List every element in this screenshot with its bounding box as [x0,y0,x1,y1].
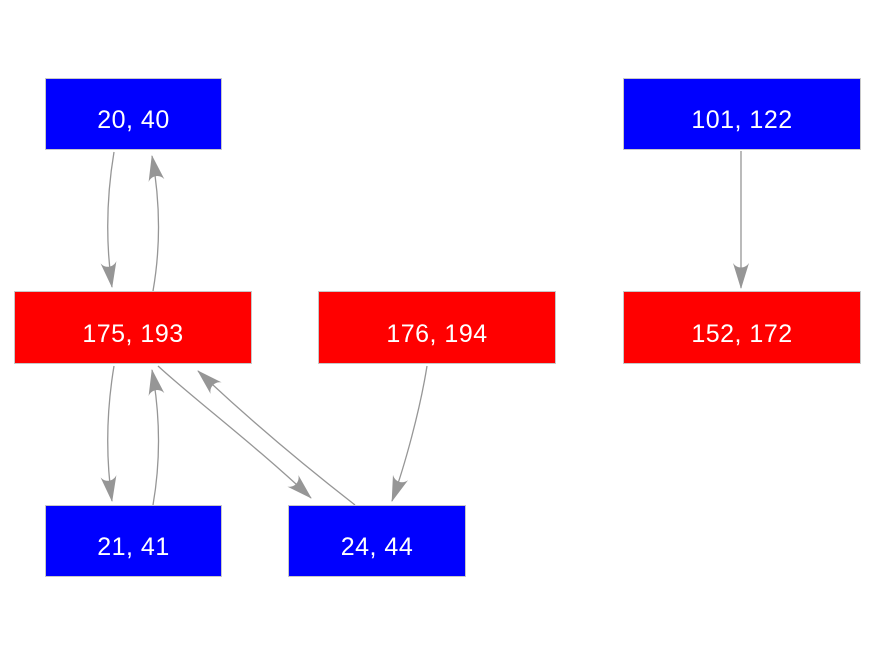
edge-n176-194-to-n24-44 [391,365,428,502]
node-101-122: 101, 122 [623,78,861,150]
node-label: 175, 193 [82,319,184,348]
node-label: 24, 44 [340,533,414,561]
node-152-172: 152, 172 [623,291,861,364]
node-175-193: 175, 193 [14,291,252,364]
edge-n175-193-to-n21-41 [100,365,117,502]
edge-n21-41-to-n175-193 [148,369,165,506]
edge-n20-40-to-n175-193 [100,151,117,288]
edge-n175-193-to-n24-44 [157,365,312,499]
node-20-40: 20, 40 [45,78,222,150]
edge-n175-193-to-n20-40 [148,155,165,292]
node-label: 21, 41 [97,533,170,561]
node-label: 152, 172 [691,319,793,348]
node-label: 20, 40 [97,106,170,134]
edge-n24-44-to-n175-193 [197,370,356,506]
node-24-44: 24, 44 [288,505,466,577]
node-176-194: 176, 194 [318,291,556,364]
node-21-41: 21, 41 [45,505,222,577]
node-label: 176, 194 [386,319,488,348]
node-label: 101, 122 [691,106,793,134]
